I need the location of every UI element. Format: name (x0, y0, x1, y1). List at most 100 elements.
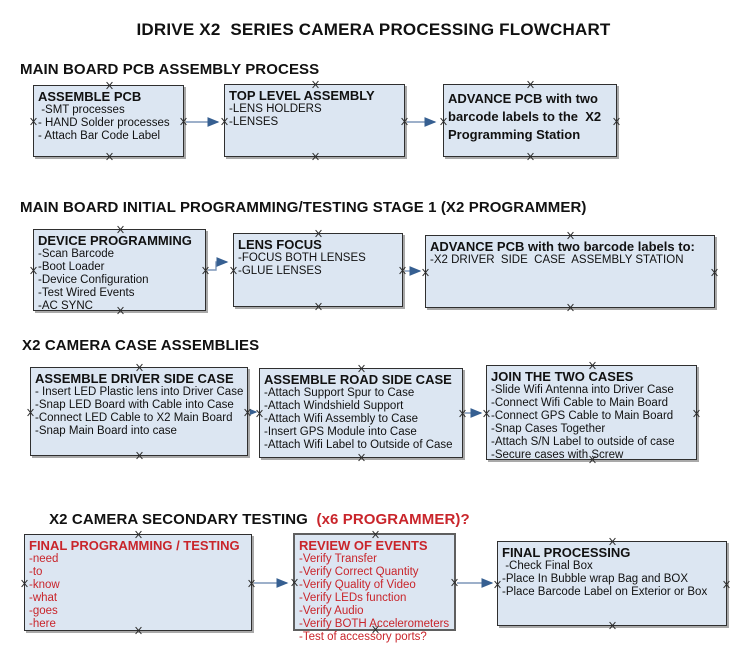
box-step: -Verify Transfer (299, 553, 377, 565)
flow-box-assemble-road-side-case: ASSEMBLE ROAD SIDE CASE -Attach Support … (259, 368, 463, 458)
connection-handle-icon (588, 455, 597, 464)
box-step: -Attach Support Spur to Case (264, 387, 415, 399)
connection-handle-icon (608, 621, 617, 630)
box-step: -Attach Wifi Label to Outside of Case (264, 439, 453, 451)
connection-handle-icon (398, 266, 407, 275)
box-step: -Connect LED Cable to X2 Main Board (35, 412, 233, 424)
box-title: LENS FOCUS (238, 237, 322, 252)
box-step: -SMT processes (38, 104, 125, 116)
section-heading-red-part: (x6 PROGRAMMER)? (312, 511, 470, 528)
box-title: ASSEMBLE DRIVER SIDE CASE (35, 371, 234, 386)
box-title: FINAL PROCESSING (502, 545, 631, 560)
connection-handle-icon (201, 266, 210, 275)
flow-box-review-of-events: REVIEW OF EVENTS -Verify Transfer -Verif… (290, 530, 456, 643)
connection-handle-icon (29, 266, 38, 275)
box-step: -Connect GPS Cable to Main Board (491, 410, 674, 422)
connection-handle-icon (179, 117, 188, 126)
connection-handle-icon (482, 409, 491, 418)
flow-box-final-programming-testing: FINAL PROGRAMMING / TESTING -need -to -k… (24, 534, 252, 631)
box-step: - HAND Solder processes (38, 117, 170, 129)
box-step: -Connect Wifi Cable to Main Board (491, 397, 669, 409)
connection-handle-icon (116, 225, 125, 234)
box-step: -LENSES (229, 116, 279, 128)
box-title: DEVICE PROGRAMMING (38, 233, 192, 248)
box-step: -GLUE LENSES (238, 265, 322, 277)
box-title: ADVANCE PCB with two barcode labels to t… (448, 91, 605, 142)
box-step: -Attach Wifi Assembly to Case (264, 413, 419, 425)
connection-handle-icon (357, 453, 366, 462)
flow-box-assemble-pcb: ASSEMBLE PCB -SMT processes - HAND Solde… (33, 85, 184, 157)
connection-handle-icon (311, 80, 320, 89)
connection-handle-icon (710, 268, 719, 277)
connection-handle-icon (371, 530, 380, 539)
connection-handle-icon (608, 537, 617, 546)
connection-handle-icon (566, 303, 575, 312)
box-title: ADVANCE PCB with two barcode labels to: (430, 239, 695, 254)
box-step: - Insert LED Plastic lens into Driver Ca… (35, 386, 244, 398)
box-step: -to (29, 566, 43, 578)
box-step: -Test of accessory ports? (299, 631, 427, 643)
box-step: -Snap Main Board into case (35, 425, 177, 437)
connection-handle-icon (526, 152, 535, 161)
flow-box-lens-focus: LENS FOCUS -FOCUS BOTH LENSES -GLUE LENS… (233, 233, 403, 307)
flow-box-advance-pcb-driver-side: ADVANCE PCB with two barcode labels to: … (425, 235, 715, 308)
box-step: -here (29, 618, 56, 630)
connection-handle-icon (220, 117, 229, 126)
connection-handle-icon (290, 578, 299, 587)
page-title: IDRIVE X2 SERIES CAMERA PROCESSING FLOWC… (136, 20, 611, 39)
connection-handle-icon (243, 408, 252, 417)
box-title: ASSEMBLE PCB (38, 89, 142, 104)
flow-box-assemble-driver-side-case: ASSEMBLE DRIVER SIDE CASE - Insert LED P… (30, 367, 248, 456)
box-step: - Attach Bar Code Label (38, 130, 161, 142)
box-step: -Attach Windshield Support (264, 400, 404, 412)
box-step: -Place In Bubble wrap Bag and BOX (502, 573, 689, 585)
connection-handle-icon (439, 117, 448, 126)
box-title: ASSEMBLE ROAD SIDE CASE (264, 372, 452, 387)
connection-handle-icon (26, 408, 35, 417)
box-step: -Verify Correct Quantity (299, 566, 419, 578)
connection-handle-icon (400, 117, 409, 126)
section-heading-secondary-testing: X2 CAMERA SECONDARY TESTING (x6 PROGRAMM… (32, 494, 470, 545)
section-heading-black-part: X2 CAMERA SECONDARY TESTING (49, 511, 313, 528)
box-step: -Verify LEDs function (299, 592, 407, 604)
connection-handle-icon (20, 579, 29, 588)
connection-handle-icon (134, 530, 143, 539)
flow-box-final-processing: FINAL PROCESSING -Check Final Box -Place… (497, 541, 727, 626)
connection-handle-icon (229, 266, 238, 275)
section-heading-initial-programming: MAIN BOARD INITIAL PROGRAMMING/TESTING S… (20, 199, 587, 216)
box-step: -Test Wired Events (38, 287, 135, 299)
connection-handle-icon (421, 268, 430, 277)
box-title: REVIEW OF EVENTS (299, 538, 428, 553)
connection-handle-icon (692, 409, 701, 418)
connection-handle-icon (311, 152, 320, 161)
flow-box-device-programming: DEVICE PROGRAMMING -Scan Barcode -Boot L… (33, 229, 206, 312)
connection-handle-icon (29, 117, 38, 126)
box-title: TOP LEVEL ASSEMBLY (229, 88, 375, 103)
flow-box-join-the-two-cases: JOIN THE TWO CASES -Slide Wifi Antenna i… (486, 365, 697, 461)
connection-handle-icon (722, 580, 731, 589)
box-step: -know (29, 579, 60, 591)
connection-handle-icon (566, 231, 575, 240)
box-step: -Snap LED Board with Cable into Case (35, 399, 234, 411)
flow-box-advance-pcb-programming-station: ADVANCE PCB with two barcode labels to t… (443, 84, 617, 157)
box-step: -LENS HOLDERS (229, 103, 322, 115)
connection-handle-icon (247, 579, 256, 588)
connection-handle-icon (116, 306, 125, 315)
box-step: -need (29, 553, 59, 565)
box-step: -X2 DRIVER SIDE CASE ASSEMBLY STATION (430, 254, 684, 266)
box-title: JOIN THE TWO CASES (491, 369, 634, 384)
box-step: -AC SYNC (38, 300, 93, 312)
connection-handle-icon (135, 363, 144, 372)
box-step: -goes (29, 605, 58, 617)
box-step: -FOCUS BOTH LENSES (238, 252, 366, 264)
box-step: -Verify BOTH Accelerometers (299, 618, 450, 630)
box-step: -Attach S/N Label to outside of case (491, 436, 675, 448)
box-title: FINAL PROGRAMMING / TESTING (29, 538, 240, 553)
box-step: -what (29, 592, 58, 604)
box-step: -Verify Audio (299, 605, 364, 617)
box-step: -Boot Loader (38, 261, 105, 273)
connection-handle-icon (612, 117, 621, 126)
box-step: -Insert GPS Module into Case (264, 426, 417, 438)
connection-handle-icon (314, 302, 323, 311)
box-step: -Secure cases with Screw (491, 449, 624, 461)
